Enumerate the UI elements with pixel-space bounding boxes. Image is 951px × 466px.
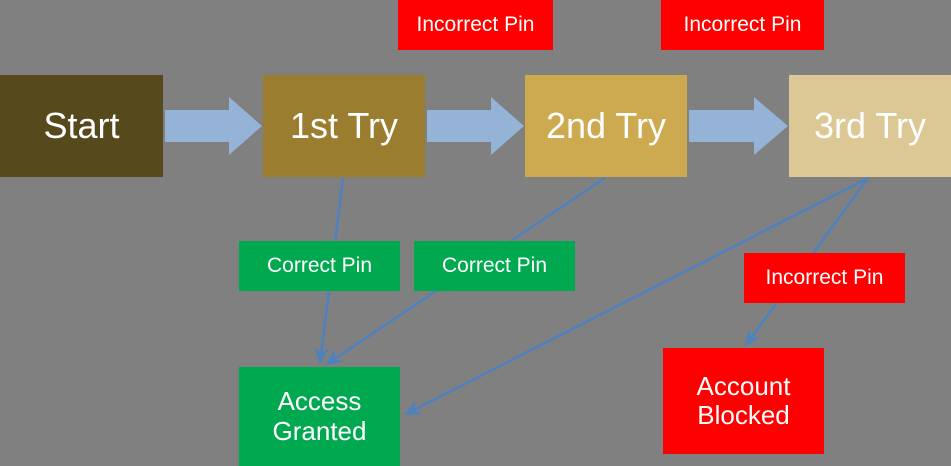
node-start[interactable]: Start	[0, 75, 163, 177]
edge-label-correct-pin-try2[interactable]: Correct Pin	[414, 241, 575, 291]
node-second-try[interactable]: 2nd Try	[525, 75, 687, 177]
block-arrow-try1-to-try2	[427, 97, 524, 155]
node-third-try[interactable]: 3rd Try	[789, 75, 951, 177]
block-arrow-start-to-try1	[165, 97, 262, 155]
node-account-blocked[interactable]: Account Blocked	[663, 348, 824, 454]
block-arrow-try2-to-try3	[689, 97, 788, 155]
node-first-try[interactable]: 1st Try	[263, 75, 425, 177]
edge-label-incorrect-pin-try2-to-try3[interactable]: Incorrect Pin	[661, 0, 824, 50]
edge-label-incorrect-pin-try3-blocked[interactable]: Incorrect Pin	[744, 253, 905, 303]
edge-label-incorrect-pin-try1-to-try2[interactable]: Incorrect Pin	[398, 0, 553, 50]
node-access-granted[interactable]: Access Granted	[239, 367, 400, 466]
edge-label-correct-pin-try1[interactable]: Correct Pin	[239, 241, 400, 291]
